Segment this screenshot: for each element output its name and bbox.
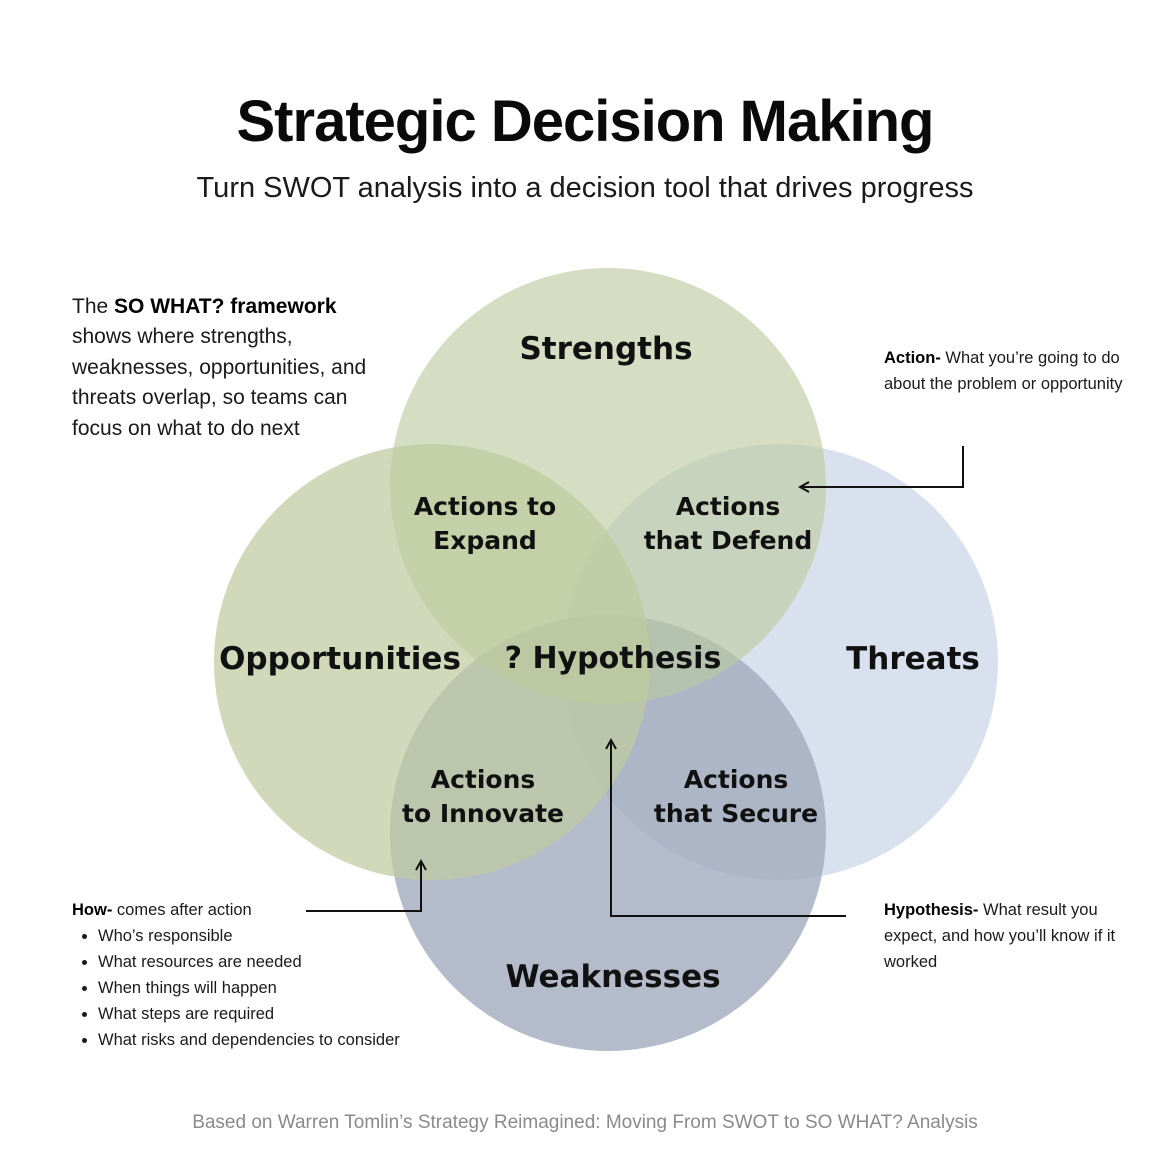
how-note-heading: How- comes after action <box>72 897 472 923</box>
hypothesis-note: Hypothesis- What result you expect, and … <box>884 897 1124 975</box>
defend-label-line2: that Defend <box>644 526 813 555</box>
weaknesses-label: Weaknesses <box>505 959 720 995</box>
intro-prefix: The <box>72 295 115 318</box>
hypothesis-arrow <box>611 740 846 917</box>
how-list: Who’s responsible What resources are nee… <box>72 923 472 1053</box>
intro-text: The SO WHAT? framework shows where stren… <box>72 292 382 444</box>
intro-bold: SO WHAT? framework <box>114 295 337 318</box>
how-note: How- comes after action Who’s responsibl… <box>72 897 472 1053</box>
innovate-label-line1: Actions <box>431 765 536 794</box>
action-arrow <box>800 446 964 487</box>
secure-label-line1: Actions <box>684 765 789 794</box>
hypothesis-label: ? Hypothesis <box>505 641 722 676</box>
how-note-label: How- <box>72 901 113 919</box>
expand-label-line2: Expand <box>433 526 537 555</box>
list-item: What steps are required <box>98 1001 472 1027</box>
page-title: Strategic Decision Making <box>236 89 935 154</box>
secure-label-line2: that Secure <box>654 799 818 828</box>
list-item: When things will happen <box>98 975 472 1001</box>
hypothesis-note-label: Hypothesis- <box>884 901 979 919</box>
threats-label: Threats <box>846 641 980 677</box>
action-note: Action- What you’re going to do about th… <box>884 345 1124 397</box>
strengths-label: Strengths <box>519 331 692 367</box>
list-item: What risks and dependencies to consider <box>98 1027 472 1053</box>
hypothesis-note-text: What result you expect, and how you’ll k… <box>884 901 1116 971</box>
how-arrow <box>306 861 421 912</box>
how-note-text: comes after action <box>112 901 252 919</box>
opportunities-label: Opportunities <box>219 641 461 677</box>
list-item: Who’s responsible <box>98 923 472 949</box>
defend-label-line1: Actions <box>676 492 781 521</box>
expand-label-line1: Actions to <box>414 492 556 521</box>
page-subtitle: Turn SWOT analysis into a decision tool … <box>196 172 974 204</box>
strengths-circle <box>390 268 826 704</box>
action-note-label: Action- <box>884 349 941 367</box>
list-item: What resources are needed <box>98 949 472 975</box>
footer-credit: Based on Warren Tomlin’s Strategy Reimag… <box>192 1112 978 1133</box>
action-note-text: What you’re going to do about the proble… <box>884 349 1123 393</box>
intro-body: shows where strengths, weaknesses, oppor… <box>72 325 367 440</box>
innovate-label-line2: to Innovate <box>402 799 564 828</box>
